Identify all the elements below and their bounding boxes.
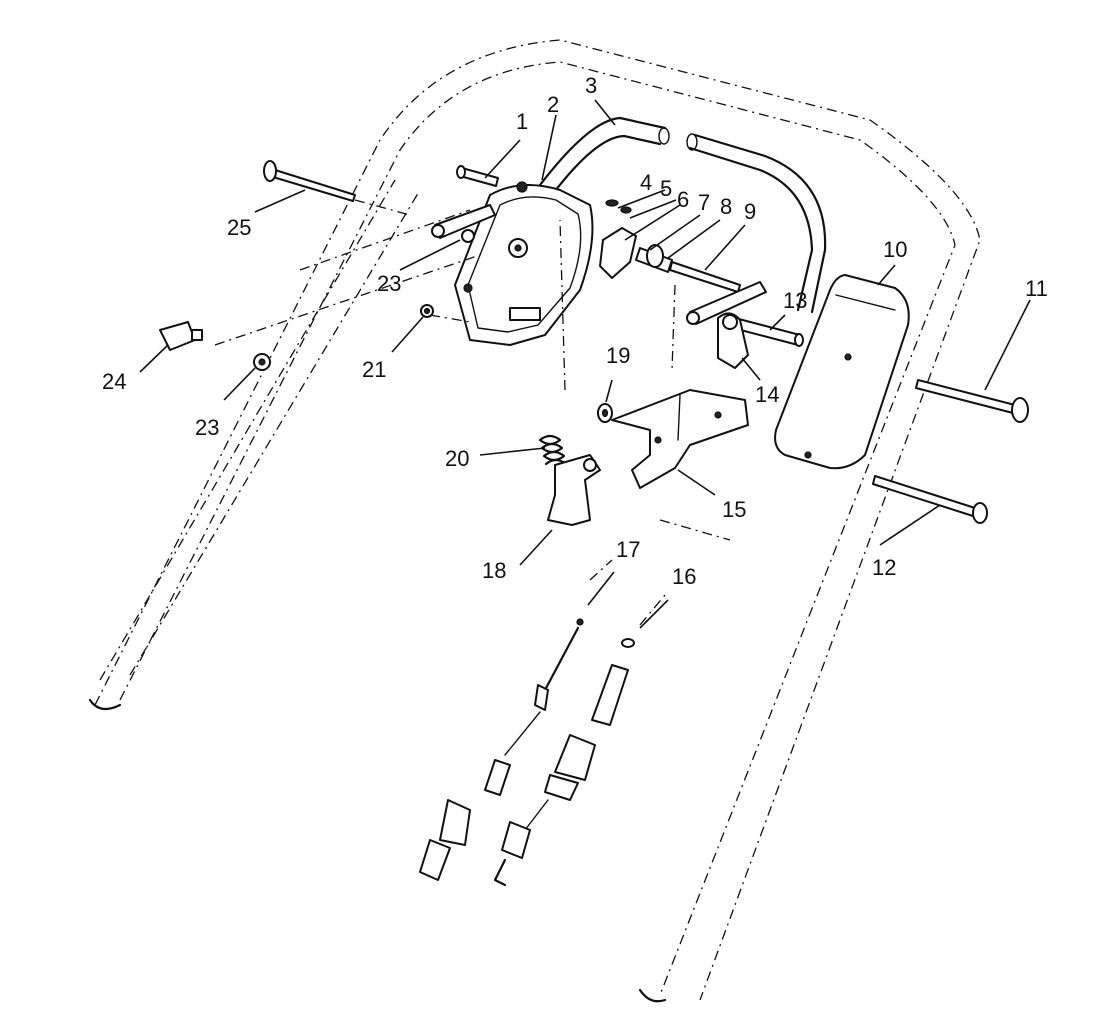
- callout-6: 6: [677, 187, 689, 212]
- part-18-trigger: [547, 454, 601, 526]
- part-19-washer: [597, 403, 613, 423]
- leader-lines: [139, 99, 1031, 629]
- callout-15: 15: [722, 497, 746, 522]
- assembly-guides: [214, 199, 731, 626]
- callout-labels: 1 2 3 4 5 6 7 8 9 10 11 12 13 14 15 16 1…: [102, 73, 1048, 589]
- part-11-bolt: [915, 379, 1029, 423]
- part-24-nut: [159, 321, 203, 351]
- callout-23-upper: 23: [377, 271, 401, 296]
- part-25-bolt: [263, 160, 356, 202]
- part-12-bolt: [872, 475, 988, 524]
- callout-23-lower: 23: [195, 415, 219, 440]
- parts-4-9-shaft-assembly: [599, 199, 741, 293]
- left-link-lever: [431, 204, 496, 239]
- callout-10: 10: [883, 237, 907, 262]
- right-link-lever: [686, 281, 767, 325]
- part-15-bracket: [611, 389, 749, 489]
- callout-2: 2: [547, 92, 559, 117]
- handle-frame: [88, 39, 981, 1003]
- callout-19: 19: [606, 343, 630, 368]
- part-14-latch: [717, 312, 749, 369]
- callout-11: 11: [1025, 276, 1048, 301]
- callout-13: 13: [783, 288, 807, 313]
- callout-9: 9: [744, 199, 756, 224]
- callout-24: 24: [102, 369, 126, 394]
- part-2-housing: [454, 181, 594, 346]
- callout-17: 17: [616, 537, 640, 562]
- part-23-nuts: [253, 229, 475, 371]
- callout-1: 1: [516, 109, 528, 134]
- callout-4: 4: [640, 170, 652, 195]
- callout-18: 18: [482, 558, 506, 583]
- part-20-spring: [538, 434, 568, 466]
- callout-3: 3: [585, 73, 597, 98]
- callout-7: 7: [698, 190, 710, 215]
- callout-16: 16: [672, 564, 696, 589]
- part-16-cable: [493, 638, 635, 887]
- part-21-nut: [420, 304, 434, 318]
- callout-12: 12: [872, 555, 896, 580]
- callout-20: 20: [445, 446, 469, 471]
- callout-14: 14: [755, 382, 779, 407]
- callout-8: 8: [720, 194, 732, 219]
- callout-21: 21: [362, 357, 386, 382]
- part-10-cover: [774, 274, 910, 470]
- part-17-cable: [419, 618, 584, 881]
- callout-25: 25: [227, 215, 251, 240]
- part-3-control-bar: [538, 116, 827, 314]
- callout-5: 5: [660, 176, 672, 201]
- part-1-pin: [456, 165, 499, 187]
